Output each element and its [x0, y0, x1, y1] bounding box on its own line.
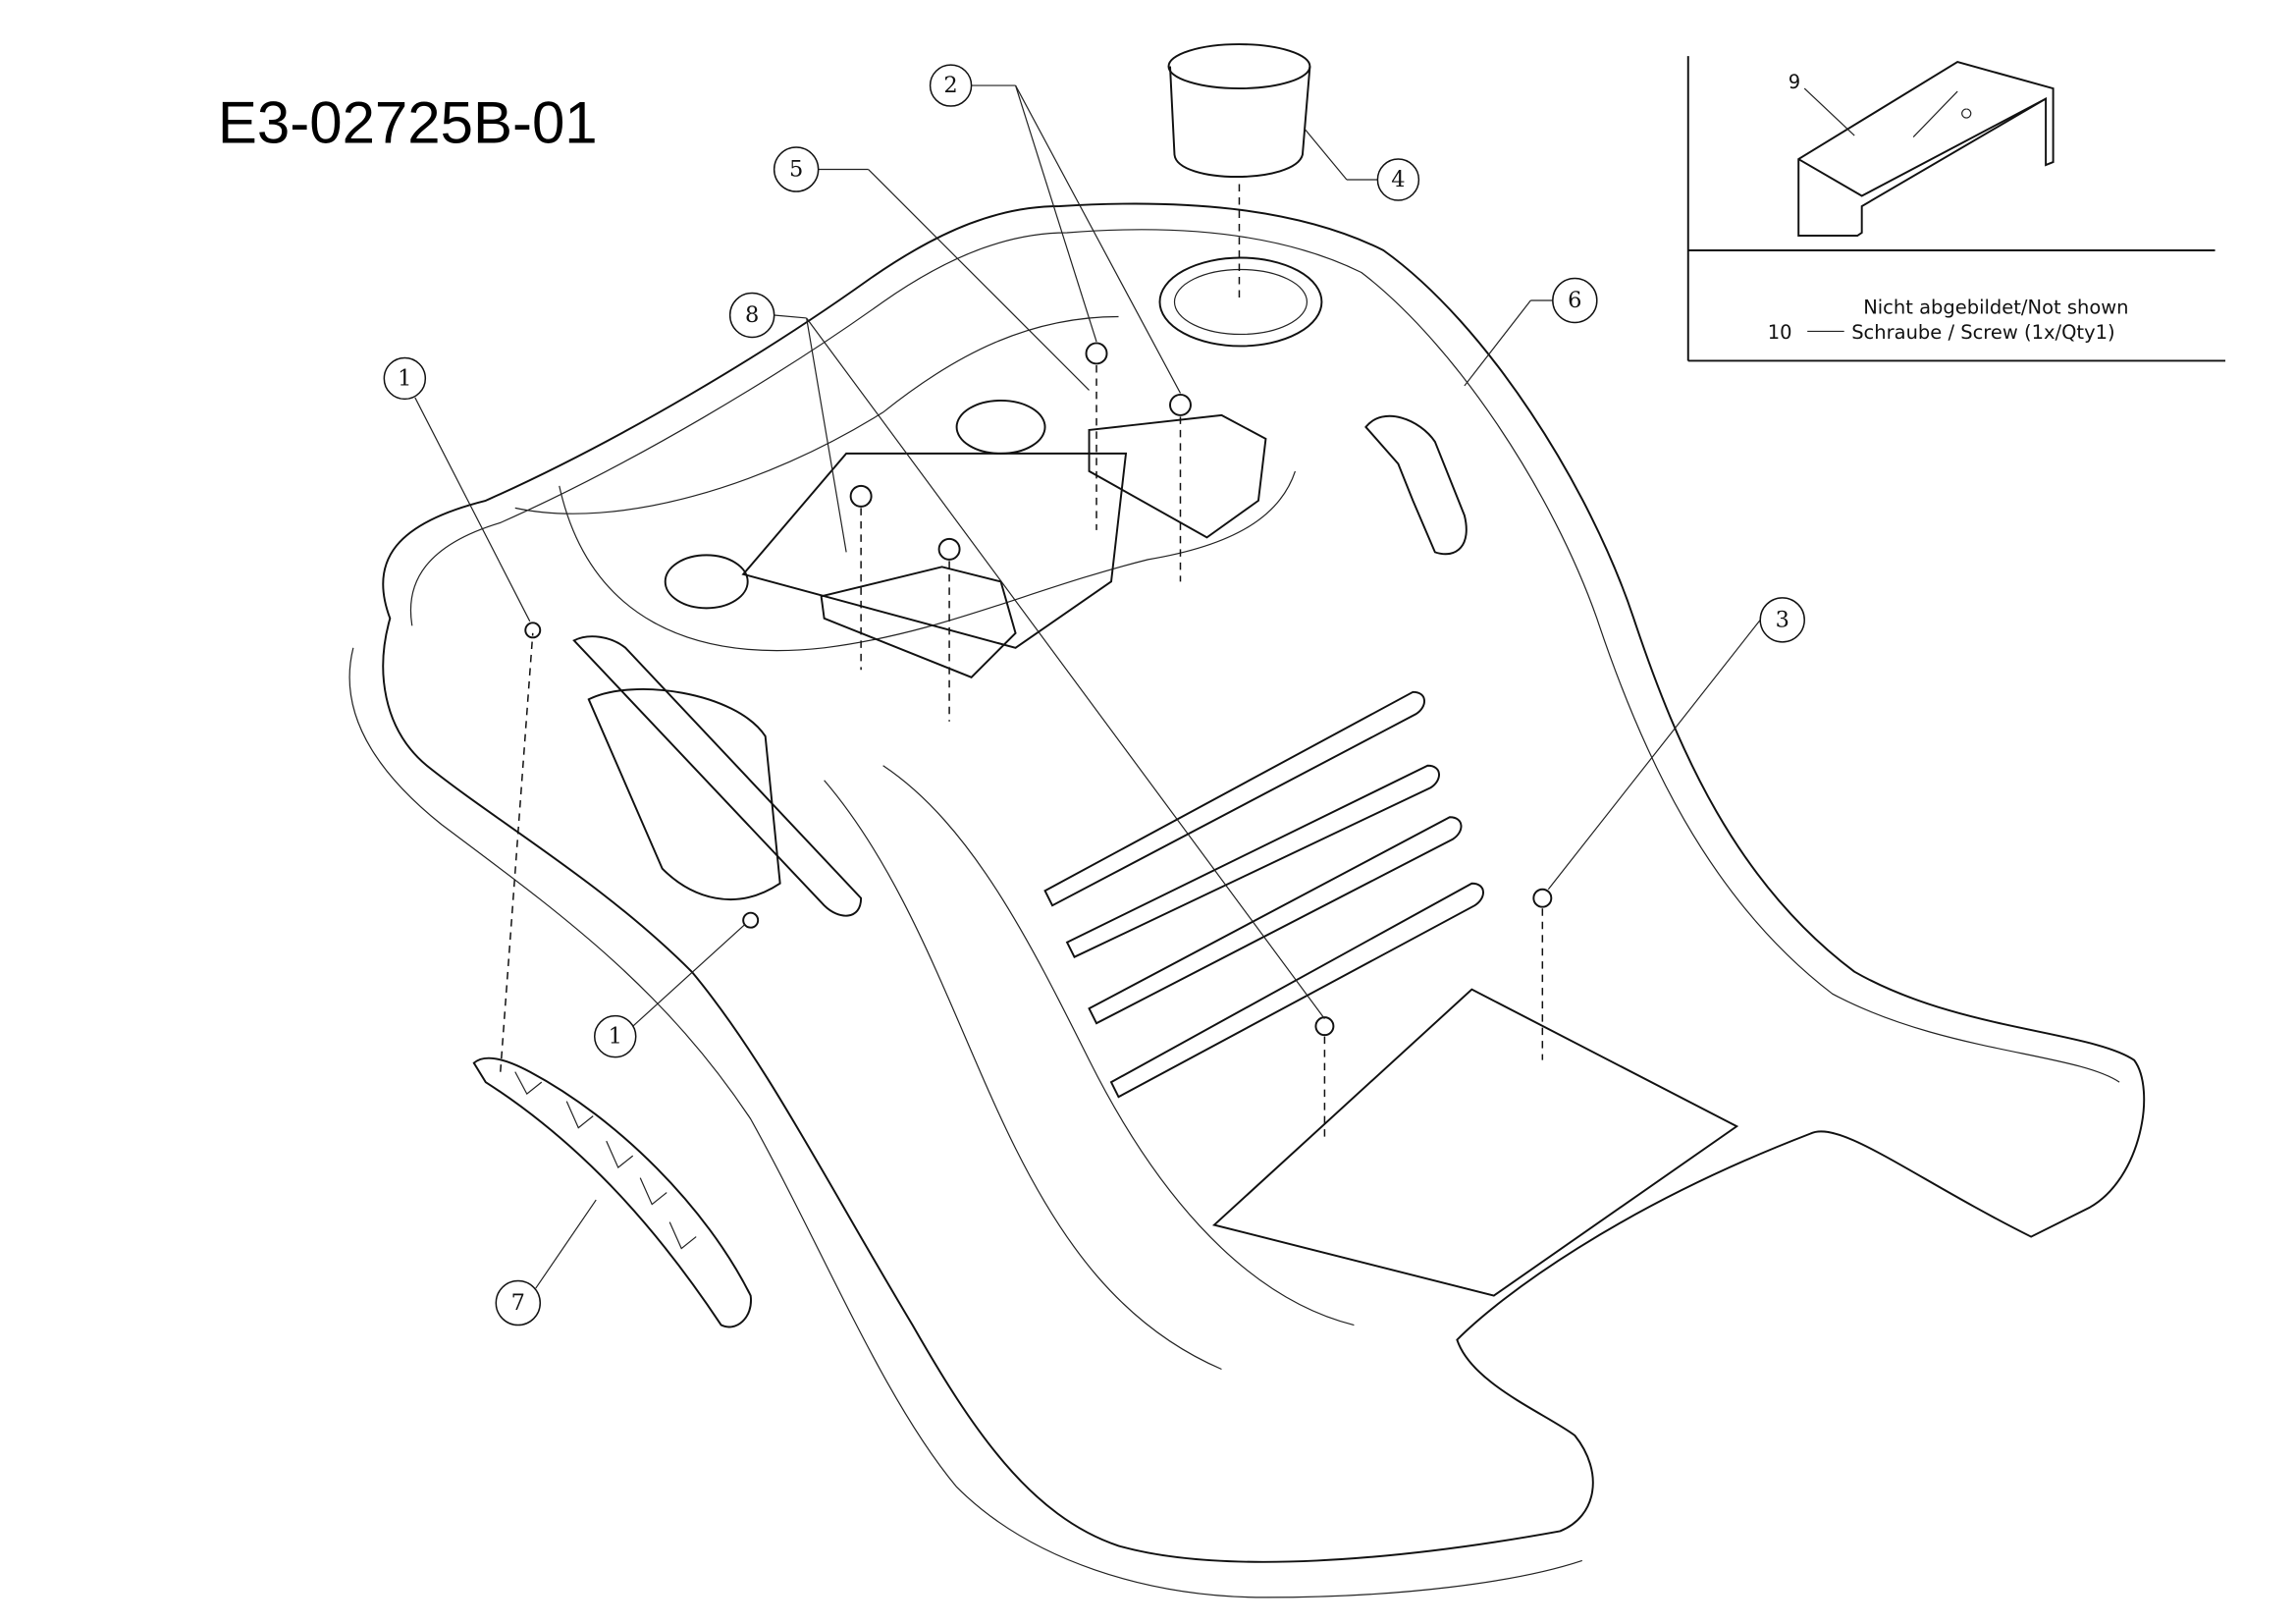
strip-part-7: [472, 632, 752, 1328]
svg-text:3: 3: [1776, 607, 1789, 632]
callout-2: 2: [929, 64, 973, 107]
callout-8: 8: [728, 292, 775, 339]
legend-box: 9 10 Nicht abgebildet/Not shown Schraube…: [1686, 56, 2226, 362]
legend-not-shown: Nicht abgebildet/Not shown: [1863, 296, 2128, 318]
screws: [524, 342, 1553, 1142]
svg-text:8: 8: [745, 302, 759, 328]
svg-text:6: 6: [1568, 288, 1581, 313]
callout-1a: 1: [383, 356, 427, 401]
cup-part-4: [1167, 43, 1311, 302]
svg-text:2: 2: [943, 73, 957, 98]
legend-label-9: 9: [1789, 71, 1800, 93]
leader-lines: [414, 84, 1761, 1289]
callout-3: 3: [1759, 597, 1805, 643]
callout-6: 6: [1552, 277, 1598, 324]
svg-text:1: 1: [609, 1024, 622, 1050]
svg-text:7: 7: [511, 1290, 525, 1316]
svg-text:1: 1: [398, 365, 411, 391]
callout-7: 7: [495, 1279, 542, 1326]
bracket-part-9: 9: [1789, 61, 2055, 237]
callout-4: 4: [1376, 158, 1420, 201]
legend-screw-desc: Schraube / Screw (1x/Qty1): [1851, 321, 2114, 344]
svg-text:5: 5: [789, 157, 803, 183]
svg-text:4: 4: [1391, 167, 1405, 192]
fender-body: [348, 202, 2146, 1598]
diagram-title: E3-02725B-01: [218, 90, 598, 156]
legend-number-10: 10: [1768, 321, 1792, 344]
callout-5: 5: [773, 146, 820, 192]
callout-1b: 1: [593, 1014, 637, 1058]
